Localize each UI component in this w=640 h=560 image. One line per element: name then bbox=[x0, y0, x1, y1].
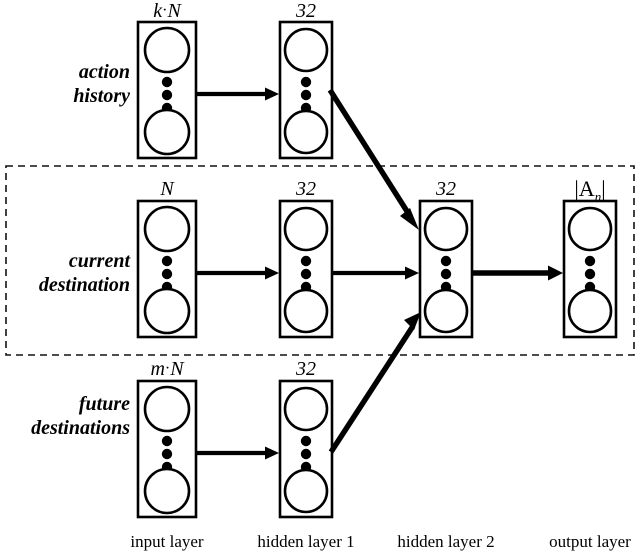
output-label-subscript: n bbox=[594, 189, 602, 204]
node-circle bbox=[283, 27, 329, 73]
layer-block-output bbox=[562, 199, 618, 339]
group-label-action-history: action history bbox=[18, 60, 130, 109]
size-label-hidden1-current-destination: 32 bbox=[296, 178, 316, 200]
layer-block-input-action-history bbox=[136, 20, 198, 160]
node-circle bbox=[567, 206, 613, 252]
ellipsis-dot bbox=[584, 255, 596, 267]
size-label-input-action-history: k·N bbox=[127, 0, 207, 23]
ellipsis-dot bbox=[161, 435, 173, 447]
ellipsis-dot bbox=[300, 448, 312, 460]
node-circle bbox=[567, 288, 613, 334]
ellipsis-dot bbox=[161, 268, 173, 280]
group-label-line2: destinations bbox=[31, 417, 130, 440]
node-circle bbox=[143, 385, 191, 433]
size-label-hidden2: 32 bbox=[436, 178, 456, 200]
layer-block-input-current-destination bbox=[136, 199, 198, 339]
dashed-highlight-region bbox=[5, 165, 635, 356]
ellipsis-dot bbox=[440, 268, 452, 280]
node-circle bbox=[283, 288, 329, 334]
layer-block-input-future-destinations bbox=[136, 379, 198, 519]
node-circle bbox=[283, 206, 329, 252]
node-circle bbox=[143, 108, 191, 156]
connection-input-to-hidden1-action-history bbox=[196, 87, 279, 101]
ellipsis-dot bbox=[300, 435, 312, 447]
connection-hidden1-action-history-to-hidden2 bbox=[327, 88, 419, 230]
connection-hidden1-to-hidden2-current-destination bbox=[332, 266, 419, 280]
group-label-line1: future bbox=[78, 393, 130, 415]
group-label-line2: destination bbox=[38, 274, 130, 297]
group-label-line1: current bbox=[68, 250, 130, 272]
ellipsis-dot bbox=[300, 76, 312, 88]
group-label-line1: action bbox=[78, 61, 130, 83]
size-label-input-current-destination: N bbox=[160, 178, 174, 200]
connection-hidden2-to-output bbox=[472, 265, 563, 281]
size-label-output: |An| bbox=[556, 176, 624, 205]
ellipsis-dot bbox=[161, 76, 173, 88]
size-label-text: m·N bbox=[150, 358, 184, 380]
layer-block-hidden1-current-destination bbox=[278, 199, 334, 339]
ellipsis-dot bbox=[161, 89, 173, 101]
node-circle bbox=[283, 386, 329, 432]
ellipsis-dot bbox=[161, 448, 173, 460]
connection-hidden1-future-destinations-to-hidden2 bbox=[328, 312, 421, 454]
ellipsis-dot bbox=[300, 255, 312, 267]
ellipsis-dot bbox=[161, 255, 173, 267]
group-label-future-destinations: future destinations bbox=[4, 392, 130, 441]
size-label-hidden1-action-history: 32 bbox=[296, 0, 316, 22]
size-label-hidden1-future-destinations: 32 bbox=[296, 358, 316, 380]
node-circle bbox=[423, 288, 469, 334]
column-label-output-layer: output layer bbox=[549, 532, 631, 551]
layer-block-hidden1-future-destinations bbox=[278, 379, 334, 519]
column-label-hidden-layer-2: hidden layer 2 bbox=[397, 532, 495, 551]
column-label-hidden-layer-1: hidden layer 1 bbox=[257, 532, 355, 551]
output-label-prefix: |A bbox=[574, 176, 595, 201]
ellipsis-dot bbox=[440, 255, 452, 267]
layer-block-hidden2 bbox=[418, 199, 474, 339]
group-label-current-destination: current destination bbox=[4, 249, 130, 298]
ellipsis-dot bbox=[300, 89, 312, 101]
ellipsis-dot bbox=[584, 268, 596, 280]
node-circle bbox=[423, 206, 469, 252]
column-label-input-layer: input layer bbox=[130, 532, 204, 551]
node-circle bbox=[283, 109, 329, 155]
node-circle bbox=[143, 287, 191, 335]
node-circle bbox=[143, 467, 191, 515]
ellipsis-dot bbox=[300, 268, 312, 280]
layer-block-hidden1-action-history bbox=[278, 20, 334, 160]
node-circle bbox=[143, 205, 191, 253]
output-label-suffix: | bbox=[601, 176, 606, 201]
node-circle bbox=[283, 468, 329, 514]
connection-input-to-hidden1-current-destination bbox=[196, 266, 279, 280]
group-label-line2: history bbox=[73, 85, 130, 108]
size-label-input-future-destinations: m·N bbox=[127, 358, 207, 381]
size-label-text: k·N bbox=[153, 0, 181, 22]
node-circle bbox=[143, 26, 191, 74]
connection-input-to-hidden1-future-destinations bbox=[196, 446, 279, 460]
